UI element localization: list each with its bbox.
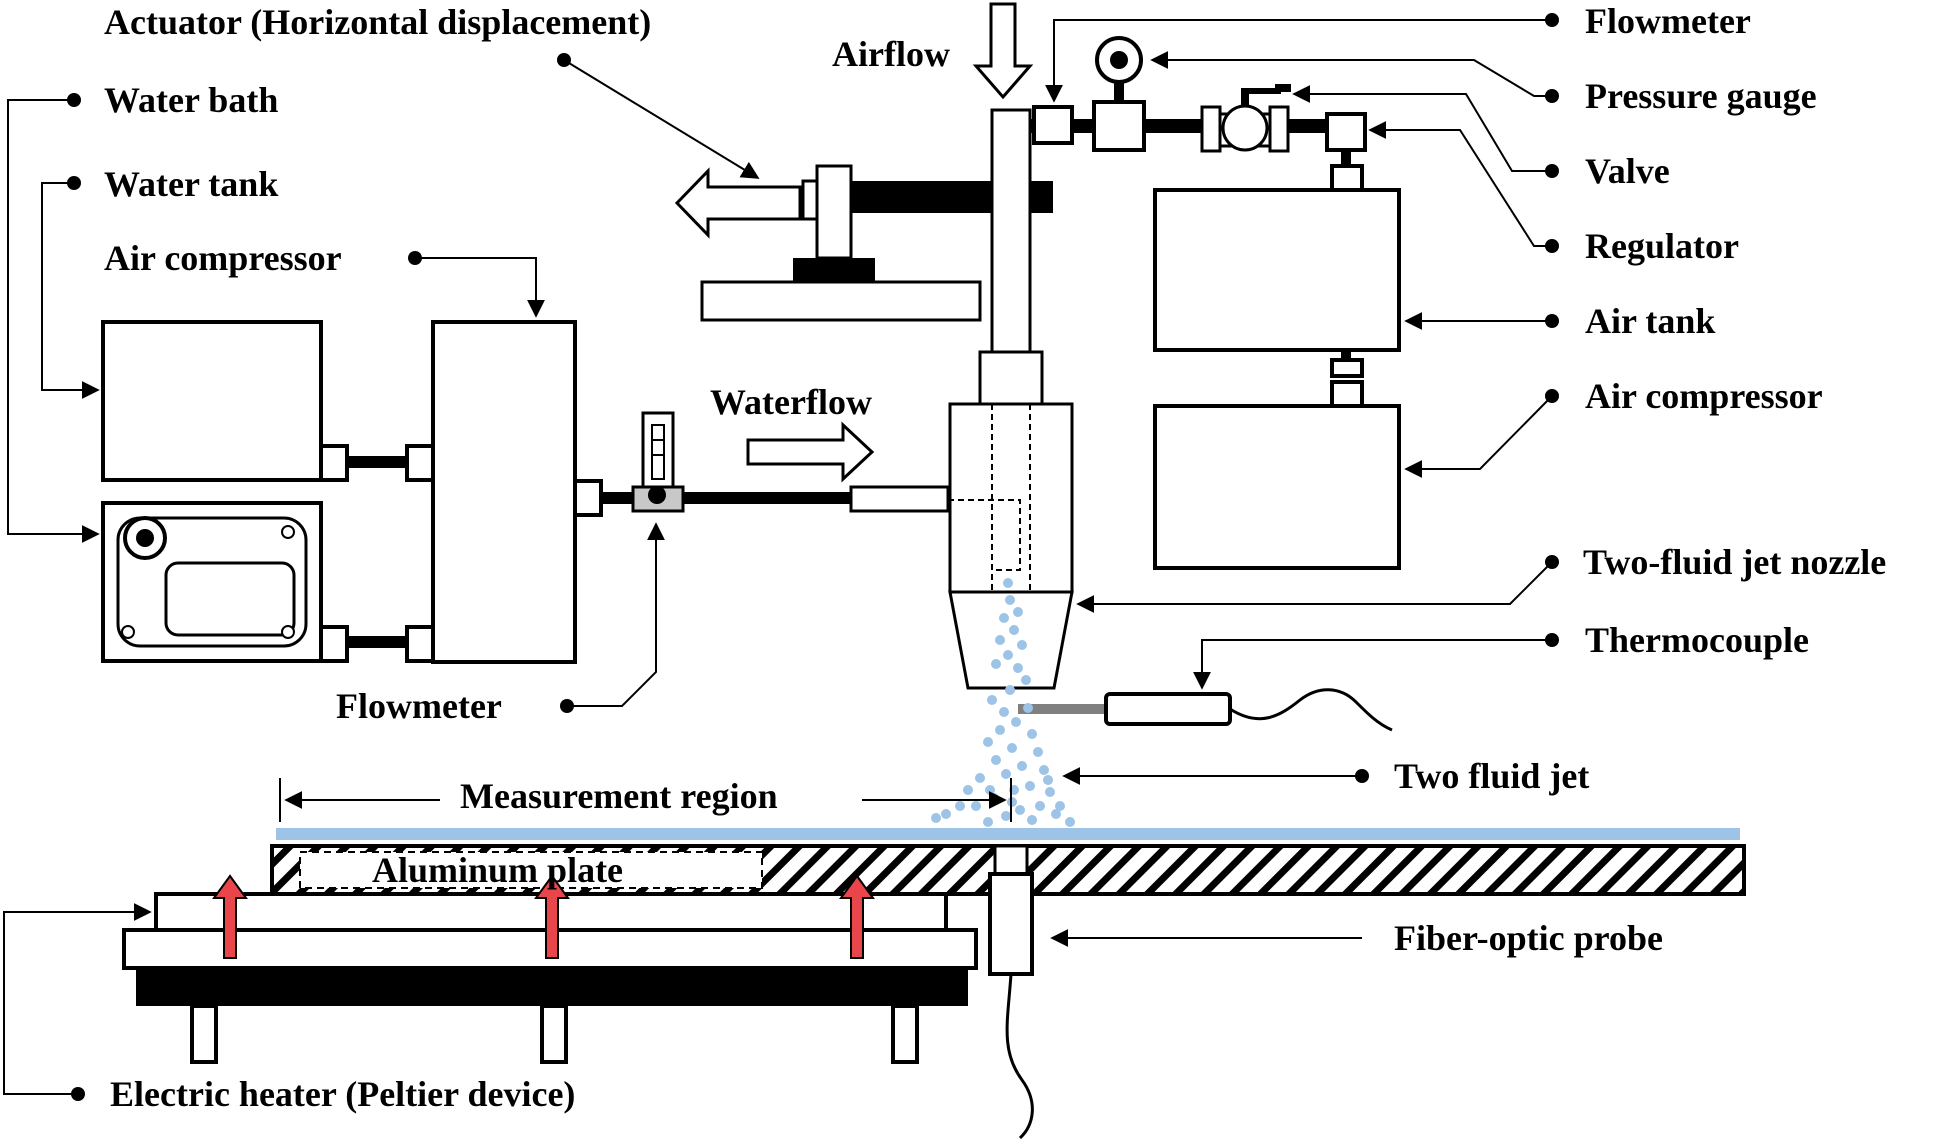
air-compressor-left-unit (405, 320, 603, 664)
label-air-tank: Air tank (1585, 301, 1715, 341)
droplet (999, 613, 1009, 623)
droplet (991, 659, 1001, 669)
droplet (983, 737, 993, 747)
droplet (999, 707, 1009, 717)
droplet (955, 801, 965, 811)
up-arrow-icon (212, 874, 248, 959)
droplet (1027, 815, 1037, 825)
droplet (1027, 729, 1037, 739)
label-two-fluid-jet: Two fluid jet (1394, 756, 1589, 796)
label-air-compressor-right: Air compressor (1585, 376, 1823, 416)
droplet (1005, 595, 1015, 605)
label-actuator: Actuator (Horizontal displacement) (104, 2, 651, 42)
label-fiber-optic-probe: Fiber-optic probe (1394, 918, 1663, 958)
heat-flux-arrows (212, 874, 875, 959)
droplet (1015, 805, 1025, 815)
droplet (1005, 685, 1015, 695)
droplet (1011, 717, 1021, 727)
water-tank (101, 320, 349, 482)
pressure-gauge (1092, 36, 1146, 152)
two-fluid-jet-nozzle (948, 108, 1074, 690)
droplet (1017, 640, 1027, 650)
valve (1200, 84, 1291, 153)
leader-lines (3, 13, 1559, 1101)
droplet (985, 785, 995, 795)
label-measurement-region: Measurement region (460, 776, 778, 816)
label-flowmeter-bottom: Flowmeter (336, 686, 502, 726)
label-regulator: Regulator (1585, 226, 1739, 266)
droplet (1007, 743, 1017, 753)
droplet (1035, 801, 1045, 811)
airflow-arrow (972, 2, 1034, 100)
droplet (963, 785, 973, 795)
droplet (995, 725, 1005, 735)
water-film (276, 828, 1740, 840)
droplet (1051, 809, 1061, 819)
water-bath (101, 501, 349, 663)
up-arrow-icon (839, 874, 875, 959)
label-electric-heater: Electric heater (Peltier device) (110, 1074, 575, 1114)
flowmeter-air (1032, 105, 1074, 145)
droplet (1065, 817, 1075, 827)
label-valve: Valve (1585, 151, 1670, 191)
up-arrow-icon (534, 874, 570, 959)
label-water-bath: Water bath (104, 80, 278, 120)
actuator-displacement-arrow (674, 167, 802, 239)
droplet (1001, 811, 1011, 821)
droplet (1009, 625, 1019, 635)
droplet (1003, 650, 1013, 660)
droplet (1003, 578, 1013, 588)
droplet (983, 817, 993, 827)
droplet (1039, 765, 1049, 775)
ball-valve-icon (1221, 104, 1269, 152)
label-waterflow: Waterflow (710, 382, 872, 422)
droplet (1013, 607, 1023, 617)
label-water-tank: Water tank (104, 164, 278, 204)
droplet (931, 813, 941, 823)
droplet (1025, 781, 1035, 791)
label-air-compressor-left: Air compressor (104, 238, 342, 278)
label-two-fluid-jet-nozzle: Two-fluid jet nozzle (1583, 542, 1886, 582)
droplet (995, 635, 1005, 645)
thermocouple (1018, 688, 1393, 732)
actuator (700, 164, 1053, 322)
droplet (987, 695, 997, 705)
droplet (1045, 787, 1055, 797)
flowmeter-water (631, 411, 685, 513)
droplet (1043, 775, 1053, 785)
label-flowmeter-top: Flowmeter (1585, 1, 1751, 41)
electric-heater (122, 892, 978, 1064)
droplet (975, 773, 985, 783)
droplet (1001, 769, 1011, 779)
label-pressure-gauge: Pressure gauge (1585, 76, 1817, 116)
air-compressor-right-unit (1153, 380, 1401, 570)
regulator (1325, 112, 1367, 192)
label-aluminum-plate: Aluminum plate (372, 850, 623, 890)
droplet (971, 801, 981, 811)
droplet (1055, 801, 1065, 811)
droplet (1021, 675, 1031, 685)
two-fluid-jet-droplets (931, 578, 1075, 827)
droplet (941, 809, 951, 819)
waterflow-arrow (746, 421, 875, 483)
droplet (991, 755, 1001, 765)
droplet (1017, 761, 1027, 771)
fiber-optic-probe (988, 844, 1034, 1140)
droplet (1013, 663, 1023, 673)
label-thermocouple: Thermocouple (1585, 620, 1809, 660)
droplet (1023, 703, 1033, 713)
label-airflow: Airflow (832, 34, 950, 74)
droplet (1033, 747, 1043, 757)
air-tank (1153, 188, 1401, 378)
